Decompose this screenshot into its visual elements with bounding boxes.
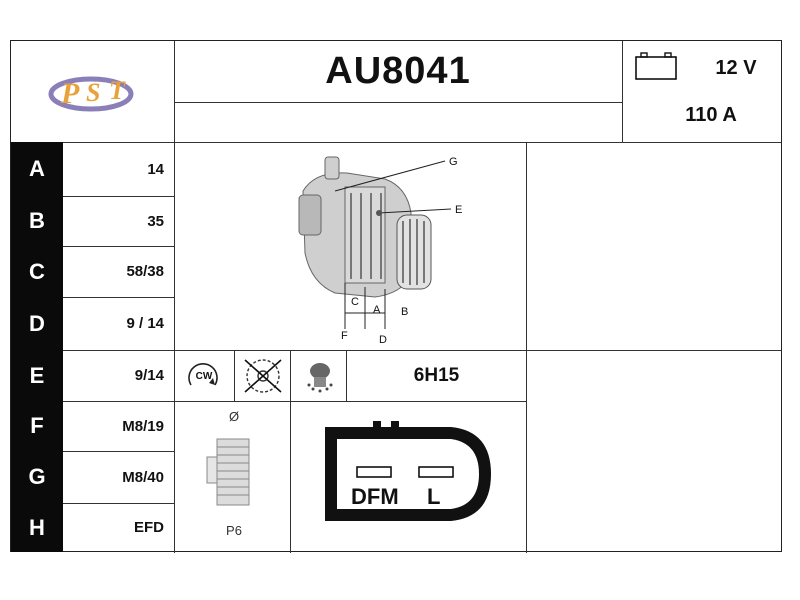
dimension-value: 14 <box>147 160 164 178</box>
svg-text:S: S <box>86 78 100 107</box>
product-sheet: P S T AU8041 12 V 110 A A 14 B 35 C 58/3… <box>10 40 782 553</box>
dimension-letter: D <box>11 297 63 350</box>
diagram-label: D <box>379 334 387 346</box>
divider <box>11 297 174 298</box>
svg-text:P: P <box>60 77 80 110</box>
divider <box>11 451 174 452</box>
voltage-value: 12 V <box>715 57 757 79</box>
divider <box>234 350 235 401</box>
dimension-value: 9/14 <box>134 367 164 384</box>
regulator-icon <box>299 355 341 397</box>
dimension-letter: A <box>11 142 63 196</box>
pst-logo-icon: P S T <box>48 76 134 112</box>
divider <box>174 41 175 553</box>
divider <box>11 401 526 402</box>
fan-excluded-icon <box>239 355 287 397</box>
diagram-label: E <box>455 204 462 216</box>
dimension-letter: E <box>11 350 63 401</box>
divider <box>526 142 527 553</box>
rotation-cw-icon: CW <box>181 357 227 395</box>
svg-text:T: T <box>109 76 126 105</box>
dimension-letter: B <box>11 196 63 246</box>
divider <box>622 41 623 142</box>
divider <box>11 246 174 247</box>
pst-logo: P S T <box>31 61 151 123</box>
dimension-value: M8/40 <box>122 468 164 486</box>
dimension-letter: F <box>11 401 63 451</box>
dimension-letter: H <box>11 503 63 552</box>
dimension-value: EFD <box>134 519 164 536</box>
diagram-label: C <box>351 296 359 308</box>
diagram-label: B <box>401 306 408 318</box>
divider <box>174 102 622 103</box>
alternator-diagram: G E C A B F D <box>175 143 525 349</box>
divider <box>11 142 781 143</box>
part-number: AU8041 <box>325 50 471 92</box>
pulley-code: 6H15 <box>413 364 460 386</box>
diagram-label: A <box>373 304 381 316</box>
dimension-value: M8/19 <box>122 417 164 435</box>
divider <box>290 350 291 553</box>
dimension-letter: G <box>11 451 63 503</box>
rotation-label: CW <box>196 371 213 382</box>
divider <box>11 196 174 197</box>
dimension-value: 9 / 14 <box>126 315 164 332</box>
amperage-value: 110 A <box>685 104 737 126</box>
diagram-label: F <box>341 330 348 342</box>
dimension-value: 35 <box>147 212 164 230</box>
dimension-letter: C <box>11 246 63 297</box>
connector-label-l: L <box>427 484 440 509</box>
pulley-type: P6 <box>226 523 242 538</box>
diagram-label: G <box>449 156 458 168</box>
divider <box>11 503 174 504</box>
diameter-symbol: Ø <box>228 409 240 424</box>
divider <box>11 350 781 351</box>
battery-icon <box>633 51 679 81</box>
connector-diagram: DFM L <box>311 419 501 529</box>
pulley-icon <box>203 433 263 511</box>
dimension-value: 58/38 <box>126 263 164 280</box>
divider <box>346 350 347 401</box>
connector-label-dfm: DFM <box>351 484 399 509</box>
